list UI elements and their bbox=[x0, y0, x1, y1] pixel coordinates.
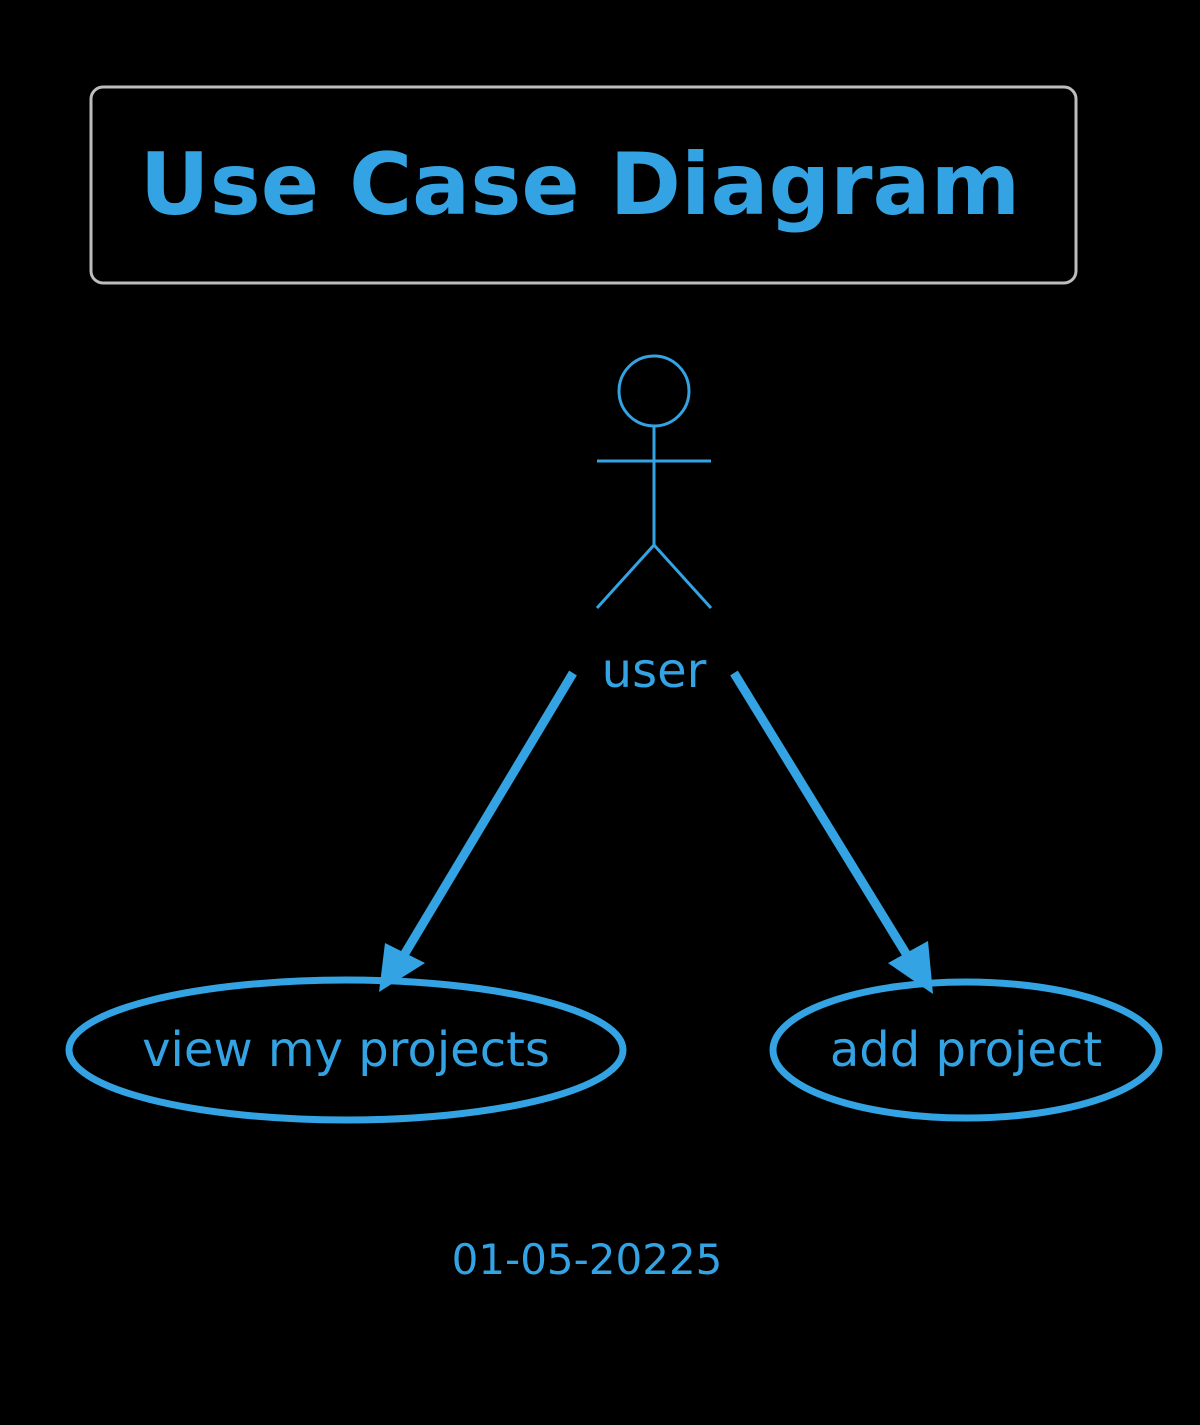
actor-left-leg bbox=[595, 543, 656, 610]
association-line bbox=[394, 670, 577, 968]
title-border bbox=[89, 85, 1078, 285]
use-case-view-my-projects: view my projects bbox=[65, 976, 627, 1124]
association-line bbox=[730, 670, 917, 968]
diagram-title: Use Case Diagram bbox=[140, 135, 1020, 235]
use-case-add-project: add project bbox=[769, 978, 1163, 1122]
use-case-ellipse bbox=[65, 976, 627, 1124]
use-case-label: add project bbox=[830, 1022, 1102, 1078]
actor-head bbox=[617, 354, 691, 428]
footer-date: 01-05-20225 bbox=[452, 1235, 723, 1284]
actor-label: user bbox=[602, 643, 707, 699]
title-box: Use Case Diagram bbox=[89, 85, 1078, 285]
actor-right-leg bbox=[652, 543, 713, 610]
association-to-add-project bbox=[730, 670, 933, 994]
association-to-view-my-projects bbox=[379, 670, 577, 992]
use-case-ellipse bbox=[769, 978, 1163, 1122]
stick-figure-icon bbox=[595, 354, 713, 610]
use-case-label: view my projects bbox=[142, 1022, 550, 1078]
actor-user: user bbox=[595, 354, 713, 699]
